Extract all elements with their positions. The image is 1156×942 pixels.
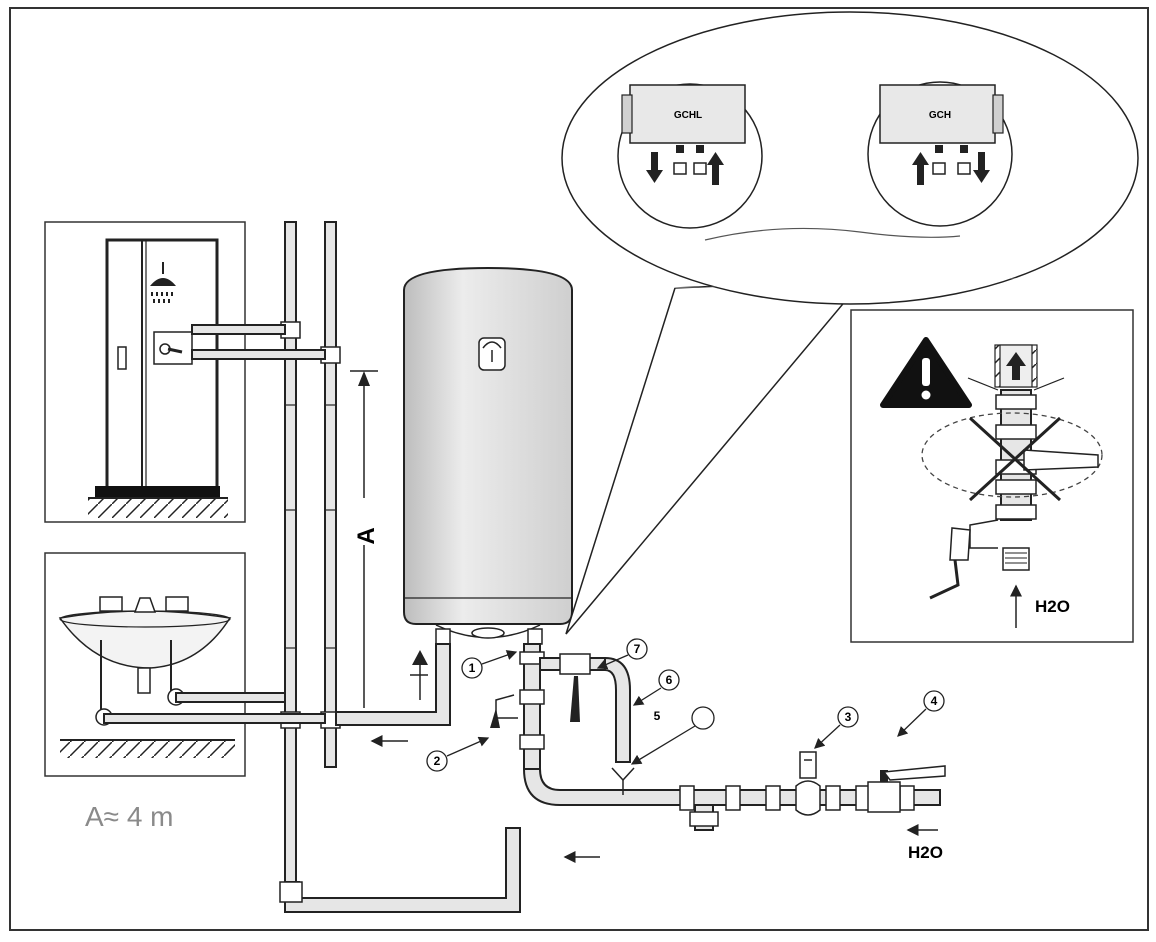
warning-panel: H2O — [850, 309, 1134, 643]
arrow-down-icon — [646, 152, 663, 183]
inlet-medium-warning: H2O — [1035, 597, 1070, 616]
shower-mixer — [153, 331, 193, 365]
callout-5: 5 — [630, 706, 715, 765]
water-heater-tank — [403, 266, 573, 645]
inlet-medium-main: H2O — [908, 843, 943, 862]
svg-text:4: 4 — [931, 694, 938, 708]
safety-valve — [495, 694, 518, 719]
riser-pipes — [103, 221, 341, 913]
dimension-letter: A — [353, 527, 380, 544]
sink-tap-right — [165, 596, 189, 612]
cold-inlet-assembly — [490, 643, 941, 806]
arrow-up-icon — [707, 152, 724, 185]
detail-gch: GCH — [867, 81, 1013, 227]
stop-valve — [867, 781, 901, 813]
floor-hatch — [88, 498, 228, 518]
forbidden-zone — [921, 412, 1103, 498]
inlet-label-main: H2O — [908, 843, 943, 862]
callout-6: 6 — [632, 669, 680, 706]
drain-funnel — [611, 767, 635, 795]
model-label-gch: GCH — [929, 110, 951, 121]
svg-text:7: 7 — [634, 642, 641, 656]
callout-7: 7 — [596, 638, 648, 670]
outer-frame — [9, 7, 1149, 931]
callout-4: 4 — [897, 690, 945, 737]
arrow-up-icon — [1006, 352, 1026, 380]
detail-gchl: GCHL — [617, 83, 763, 229]
dimension-note: A≈ 4 m — [85, 801, 174, 832]
return-pipe — [284, 827, 521, 913]
arrow-up-icon — [912, 152, 929, 185]
door-handle — [117, 346, 127, 370]
warning-safety-valve — [969, 519, 999, 549]
callout-2: 2 — [426, 736, 490, 772]
crossed-out-icon — [968, 416, 1062, 502]
drain-valve-lever — [570, 676, 580, 722]
sink-panel — [44, 552, 246, 777]
model-label-gchl: GCHL — [674, 110, 702, 121]
pressure-reducer — [799, 751, 817, 779]
sink-tap-left — [99, 596, 123, 612]
svg-text:5: 5 — [654, 709, 661, 723]
supply-line-fittings — [679, 751, 946, 831]
shower-base — [95, 486, 220, 498]
svg-text:3: 3 — [845, 710, 852, 724]
shower-head-icon — [150, 262, 176, 303]
zoom-bubble: GCHL GCH — [561, 11, 1139, 635]
hot-water-pipe — [335, 643, 451, 726]
svg-text:2: 2 — [434, 754, 441, 768]
warning-triangle-icon — [880, 337, 972, 408]
shower-panel — [44, 221, 246, 523]
check-valve — [795, 780, 821, 816]
callout-1: 1 — [461, 650, 518, 679]
forbidden-valve-handle — [1023, 449, 1099, 471]
callout-3: 3 — [814, 706, 859, 749]
sink-drain — [137, 667, 151, 694]
arrow-up-icon — [412, 650, 428, 665]
svg-text:6: 6 — [666, 673, 673, 687]
svg-text:1: 1 — [469, 661, 476, 675]
dimension-A: A — [350, 370, 380, 708]
arrow-down-icon — [973, 152, 990, 183]
thermostat-dial — [478, 337, 506, 371]
